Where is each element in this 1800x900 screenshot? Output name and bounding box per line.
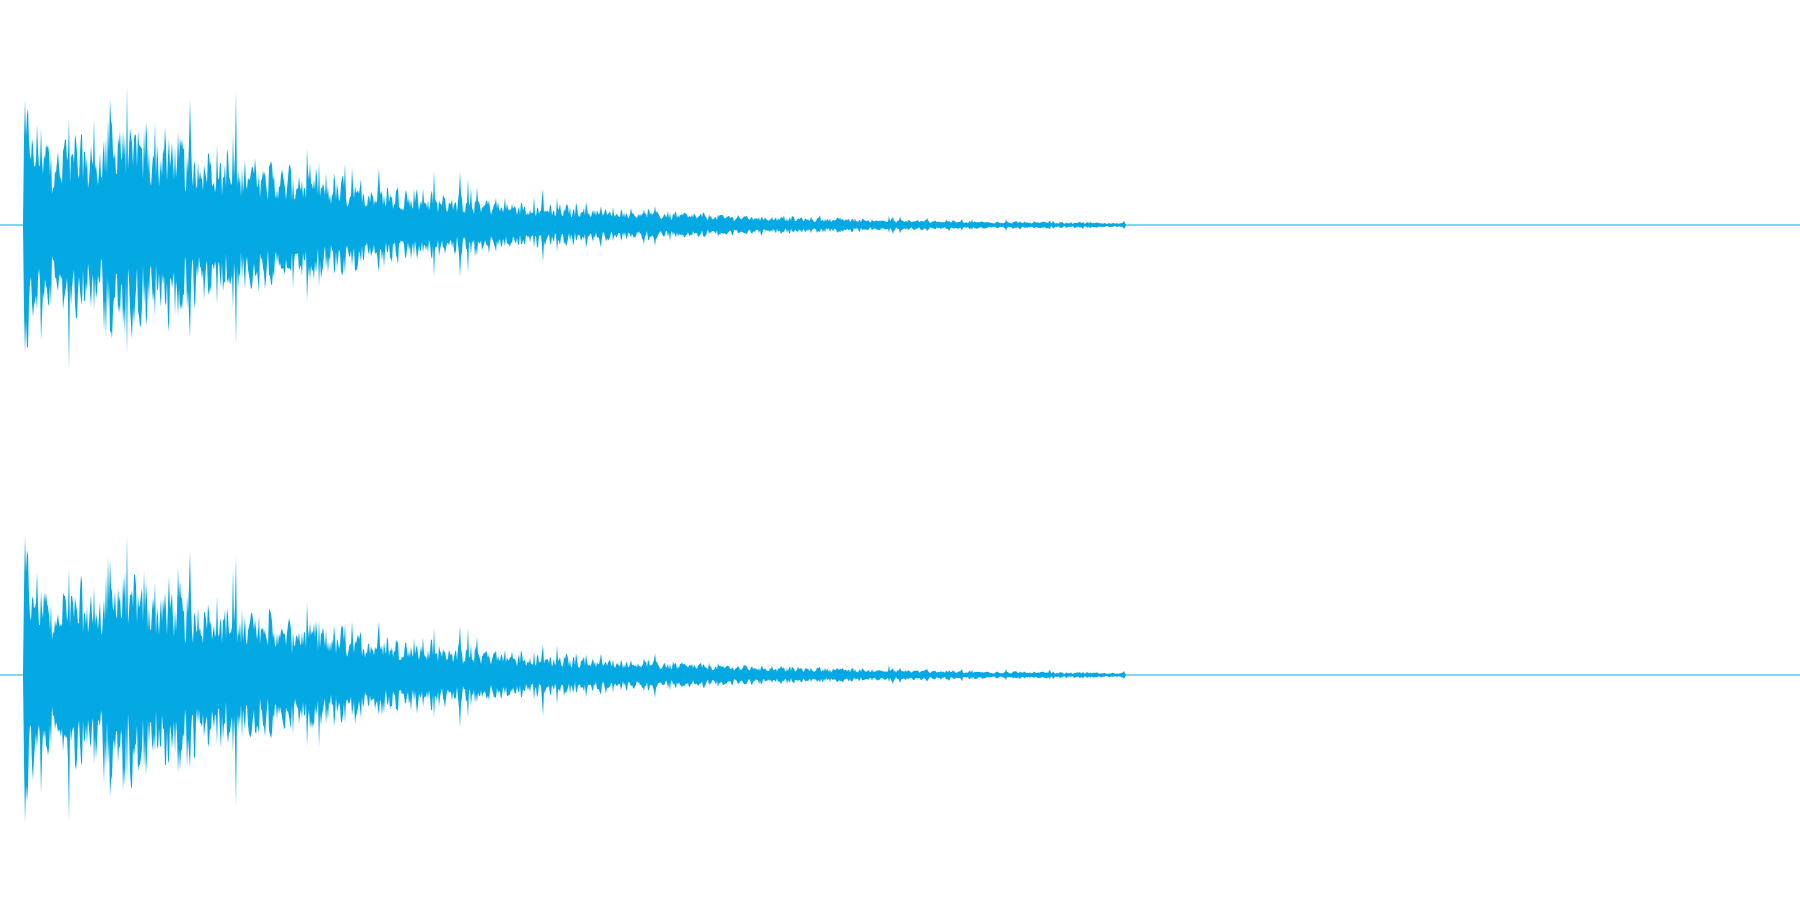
channel-right-waveform: [0, 534, 1800, 823]
channel-left-waveform: [0, 85, 1800, 370]
channel-right-signal: [0, 534, 1799, 823]
channel-left-signal: [0, 85, 1799, 370]
